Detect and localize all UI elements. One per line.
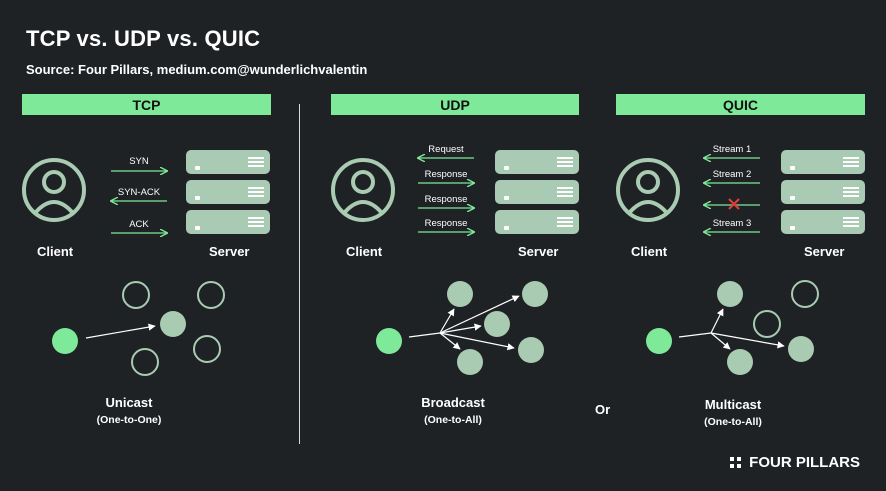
quic-server-unit xyxy=(781,210,865,234)
udp-client-icon xyxy=(331,158,395,222)
or-label: Or xyxy=(595,402,611,417)
unicast-subtitle: (One-to-One) xyxy=(96,414,162,426)
multicast-diagram xyxy=(646,280,819,375)
multicast-caption: Multicast (One-to-All) xyxy=(663,397,803,428)
tcp-msg-label: SYN xyxy=(129,156,149,167)
tcp-server-unit xyxy=(186,180,270,204)
panel-divider xyxy=(299,104,300,444)
packet-loss-x-icon xyxy=(728,198,740,210)
udp-client-label: Client xyxy=(346,244,383,259)
udp-server-unit xyxy=(495,210,579,234)
broadcast-caption: Broadcast (One-to-All) xyxy=(383,395,523,426)
page-title: TCP vs. UDP vs. QUIC xyxy=(26,26,261,51)
udp-server-unit xyxy=(495,180,579,204)
quic-server-label: Server xyxy=(804,244,845,259)
broadcast-title: Broadcast xyxy=(421,395,485,410)
tcp-header: TCP xyxy=(22,94,271,115)
quic-msg-label: Stream 3 xyxy=(712,218,752,229)
udp-msg-label: Response xyxy=(424,218,468,229)
multicast-subtitle: (One-to-All) xyxy=(704,416,762,428)
quic-msg-label: Stream 2 xyxy=(712,169,752,180)
udp-header: UDP xyxy=(331,94,579,115)
tcp-server-unit xyxy=(186,150,270,174)
udp-server-label: Server xyxy=(518,244,559,259)
page-subtitle: Source: Four Pillars, medium.com@wunderl… xyxy=(26,62,368,77)
udp-msg-label: Request xyxy=(428,144,464,155)
quic-client-icon xyxy=(616,158,680,222)
tcp-client-label: Client xyxy=(37,244,74,259)
unicast-title: Unicast xyxy=(105,395,153,410)
multicast-title: Multicast xyxy=(704,397,762,412)
unicast-diagram xyxy=(52,281,225,376)
unicast-caption: Unicast (One-to-One) xyxy=(59,395,199,426)
quic-client-label: Client xyxy=(631,244,668,259)
tcp-msg-label: SYN-ACK xyxy=(117,187,161,198)
quic-server-unit xyxy=(781,150,865,174)
four-pillars-icon xyxy=(730,457,742,468)
quic-header: QUIC xyxy=(616,94,865,115)
quic-msg-label: Stream 1 xyxy=(712,144,752,155)
tcp-client-icon xyxy=(22,158,86,222)
brand-logo: FOUR PILLARS xyxy=(730,454,860,471)
brand-name: FOUR PILLARS xyxy=(749,454,860,471)
tcp-server-label: Server xyxy=(209,244,250,259)
udp-msg-label: Response xyxy=(424,194,468,205)
udp-msg-label: Response xyxy=(424,169,468,180)
tcp-msg-label: ACK xyxy=(129,219,149,230)
broadcast-diagram xyxy=(376,281,548,375)
quic-server-unit xyxy=(781,180,865,204)
tcp-server-unit xyxy=(186,210,270,234)
broadcast-subtitle: (One-to-All) xyxy=(424,414,482,426)
udp-server-unit xyxy=(495,150,579,174)
